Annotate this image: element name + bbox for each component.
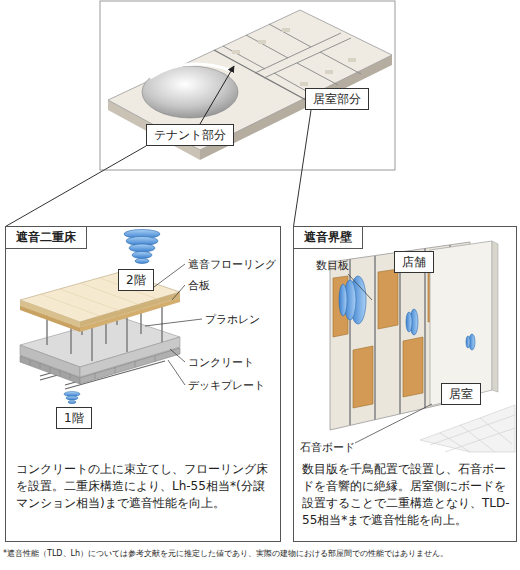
panel-heading: 遮音二重床 [5,226,87,249]
footnote: *遮音性能（TLD、Lh）については参考文献を元に推定した値であり、実際の建物に… [3,548,517,559]
box-text: 居室部分 [313,91,361,107]
part-label: 数目板 [316,258,349,272]
floor-box: 1階 [56,407,92,429]
room-box: 居室 [441,383,481,405]
detail-panel: 遮音界壁数目版を千鳥配置で設置し、石音ボードを音響的に絶縁。居室側にボードを設置… [293,226,517,542]
floor-box: 2階 [118,269,154,291]
part-label: コンクリート [188,355,254,369]
leader-line [6,146,147,227]
part-label: 合板 [188,278,210,292]
panel-body: コンクリートの上に束立てし、フローリング床を設置。二重床構造により、Lh-55相… [16,461,272,512]
area-box: テナント部分 [146,124,234,146]
part-label: デッキプレート [188,378,265,392]
floor-section-picture [20,230,202,404]
area-box: 居室部分 [305,88,369,110]
part-label: プラホレン [205,312,260,326]
leader-line [294,110,312,227]
part-label: 遮音フローリング [188,257,276,271]
building-picture [100,1,395,170]
wall-section-picture [330,241,515,452]
box-text: 1階 [64,410,84,426]
panel-heading: 遮音界壁 [293,226,363,249]
box-text: 店舗 [402,254,426,270]
box-text: 居室 [449,386,473,402]
part-label: 石音ボード [300,440,355,454]
box-text: 2階 [126,272,146,288]
room-box: 店舗 [394,251,434,273]
box-text: テナント部分 [154,127,226,143]
panel-body: 数目版を千鳥配置で設置し、石音ボードを音響的に絶縁。居室側にボードを設置すること… [302,461,510,529]
